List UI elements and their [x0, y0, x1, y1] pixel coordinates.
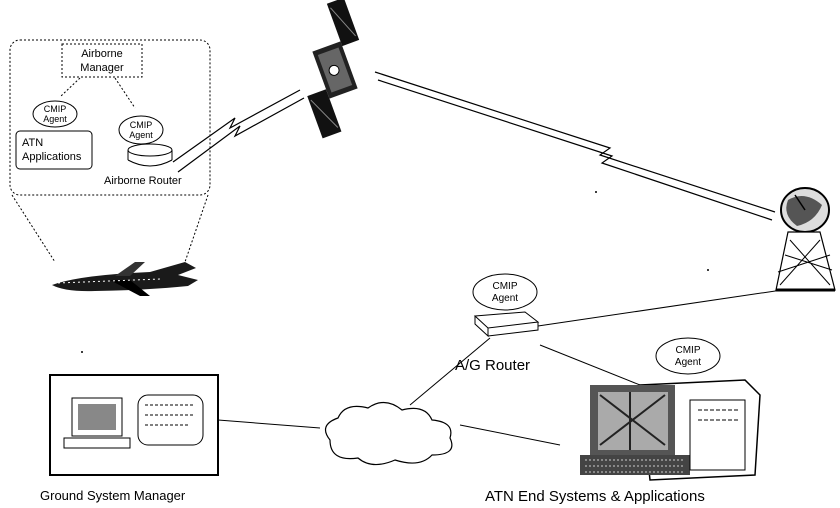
ag-router: CMIP Agent A/G Router: [455, 274, 538, 374]
callout-line-right: [185, 195, 208, 262]
ag-cmip-agent-label-2: Agent: [492, 293, 518, 304]
ag-cmip-agent-label: CMIP: [493, 281, 518, 292]
atn-applications-label: ATN: [22, 137, 43, 149]
atn-applications-label-2: Applications: [22, 151, 82, 163]
manager-to-agent-arrow: [60, 78, 80, 97]
workstation-icon: [580, 380, 760, 480]
ag-router-label: A/G Router: [455, 357, 530, 374]
end-system-cmip-agent: [656, 338, 720, 374]
scan-dot: [595, 191, 597, 193]
airborne-manager-label: Airborne: [81, 48, 123, 60]
airborne-cmip-agent-label: CMIP: [44, 104, 67, 114]
airborne-router-label: Airborne Router: [104, 175, 182, 187]
ground-manager-label: Ground System Manager: [40, 488, 186, 503]
manager-to-router-agent-arrow: [115, 78, 135, 108]
ag-router-icon: [475, 312, 538, 336]
router-cmip-agent-label-2: Agent: [129, 130, 153, 140]
scan-dot: [707, 269, 709, 271]
end-system-cmip-agent-label: CMIP: [676, 345, 701, 356]
end-system-cmip-agent-label-2: Agent: [675, 357, 701, 368]
satellite-icon: [280, 0, 387, 138]
airplane-icon: [52, 262, 198, 296]
airborne-cmip-agent-label-2: Agent: [43, 114, 67, 124]
scan-dot: [81, 351, 83, 353]
airborne-system: Airborne Manager CMIP Agent ATN Applicat…: [10, 40, 210, 262]
ground-system-manager: Ground System Manager: [40, 375, 218, 503]
router-cmip-agent-label: CMIP: [130, 120, 153, 130]
airborne-manager-label-2: Manager: [80, 62, 124, 74]
satellite-links: [173, 72, 775, 220]
satellite-dish-icon: [776, 188, 835, 290]
callout-line-left: [12, 195, 55, 262]
airborne-router-icon: [128, 144, 172, 166]
end-system-label: ATN End Systems & Applications: [485, 488, 705, 505]
ag-cmip-agent: [473, 274, 537, 310]
network-cloud-icon: [326, 402, 452, 464]
